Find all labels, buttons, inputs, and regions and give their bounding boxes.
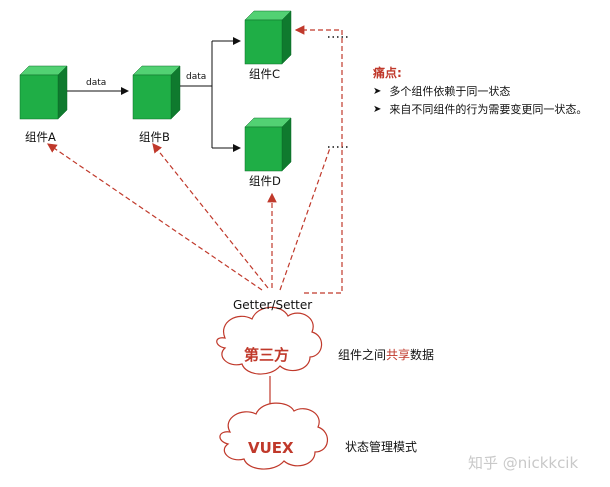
pain-item-text: 来自不同组件的行为需要变更同一状态。 [389, 103, 588, 116]
pain-item: ➤ 来自不同组件的行为需要变更同一状态。 [373, 101, 587, 117]
vuex-label: VUEX [248, 439, 294, 457]
pain-item: ➤ 多个组件依赖于同一状态 [373, 83, 587, 99]
component-a-label: 组件A [25, 130, 56, 144]
arrow-bullet-icon: ➤ [373, 85, 382, 97]
cube-d [244, 117, 292, 172]
vuex-note: 状态管理模式 [345, 440, 418, 454]
getter-setter-label: Getter/Setter [233, 298, 313, 312]
edge-b-c-label: data [186, 72, 207, 82]
vuex-cloud [219, 402, 328, 470]
shared-data-highlight: 共享 [386, 348, 411, 362]
third-party-cloud [216, 306, 323, 375]
edge-a-b-label: data [86, 78, 107, 88]
cube-c [244, 10, 292, 65]
getter-setter-arrows [47, 25, 343, 294]
shared-data-note: 组件之间共享数据 [338, 346, 434, 363]
pain-points: 痛点: ➤ 多个组件依赖于同一状态 ➤ 来自不同组件的行为需要变更同一状态。 [373, 64, 587, 117]
cube-b [132, 65, 181, 120]
arrow-bullet-icon: ➤ [373, 103, 382, 115]
third-party-label: 第三方 [244, 346, 290, 364]
pain-title: 痛点: [373, 66, 402, 80]
component-b-label: 组件B [139, 130, 170, 144]
shared-data-prefix: 组件之间 [338, 348, 387, 362]
component-d-label: 组件D [249, 174, 281, 188]
shared-data-suffix: 数据 [410, 348, 435, 362]
component-c-label: 组件C [249, 67, 281, 81]
cube-a [19, 65, 68, 120]
watermark: 知乎 @nickkcik [468, 454, 579, 472]
pain-item-text: 多个组件依赖于同一状态 [389, 85, 511, 98]
dotted-connectors [328, 36, 348, 148]
edge-b-cd [180, 37, 241, 152]
